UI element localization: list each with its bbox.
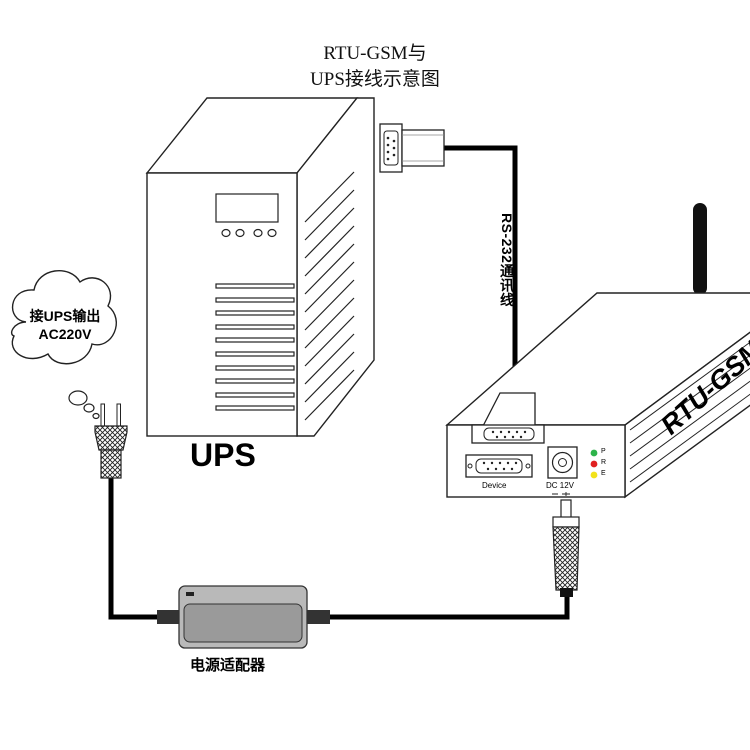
device-port-label: Device — [482, 481, 507, 490]
led-label-r: R — [601, 459, 607, 466]
db9-connector-rtu-cable — [471, 392, 545, 444]
bubble-text-line1: 接UPS输出 — [29, 308, 101, 324]
bubble-text-line2: AC220V — [38, 326, 92, 342]
status-leds — [590, 449, 598, 479]
led-e-icon — [590, 471, 598, 479]
led-r-icon — [590, 460, 598, 468]
dc-power-jack — [547, 446, 578, 496]
dc-plug — [552, 499, 580, 597]
led-label-p: P — [601, 448, 606, 455]
rtu-gsm-unit — [445, 203, 750, 499]
dc-12v-label: DC 12V — [546, 481, 575, 490]
device-port — [465, 454, 533, 478]
led-label-e: E — [601, 470, 606, 477]
rs232-wire — [443, 145, 518, 392]
ac-plug — [94, 403, 128, 479]
db9-connector-ups — [379, 123, 445, 173]
speech-bubble — [10, 269, 117, 420]
led-p-icon — [590, 449, 598, 457]
diagram-title-line2: UPS接线示意图 — [310, 69, 440, 90]
ups-side-vents — [304, 171, 355, 421]
rs232-cable-label: RS-232通讯线 — [499, 213, 515, 307]
rtu-side-ridges — [629, 341, 750, 483]
power-wire — [108, 478, 570, 620]
diagram-title-line1: RTU-GSM与 — [323, 43, 427, 64]
power-adapter-label: 电源适配器 — [190, 657, 266, 674]
ups-label: UPS — [190, 437, 256, 473]
ups-buttons — [221, 228, 277, 238]
power-adapter — [157, 585, 330, 649]
gsm-antenna — [693, 203, 707, 295]
ups-display-screen — [215, 193, 279, 223]
adapter-led-icon — [186, 592, 194, 596]
ups-unit — [145, 97, 375, 437]
ups-front-vents — [215, 283, 295, 411]
